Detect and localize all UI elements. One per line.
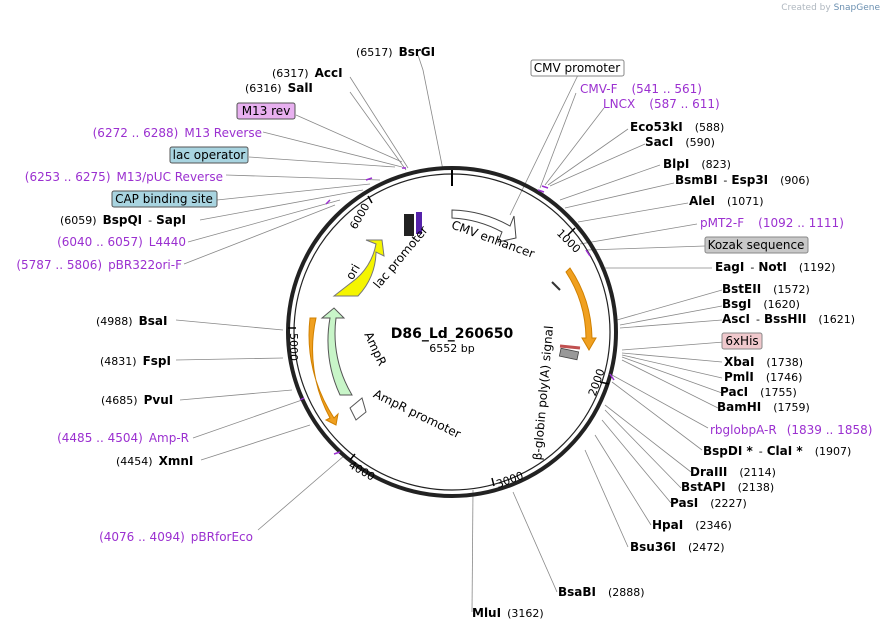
primers-left: (6272 .. 6288)M13 Reverse (6253 .. 6275)… [16, 126, 262, 544]
kozak-mark [559, 344, 581, 350]
enzyme-bspdi-clai[interactable]: BspDI *-ClaI *(1907) [703, 444, 851, 458]
tick-1000: 1000 [554, 227, 583, 256]
m13-rev-box[interactable]: M13 rev [236, 102, 296, 120]
enzyme-eco53ki[interactable]: Eco53kI(588) [630, 120, 724, 134]
primer-m13-puc-reverse[interactable]: (6253 .. 6275)M13/pUC Reverse [25, 170, 223, 184]
primer-m13-reverse[interactable]: (6272 .. 6288)M13 Reverse [93, 126, 262, 140]
enzyme-asci-bsshii[interactable]: AscI-BssHII(1621) [722, 312, 855, 326]
lac-operator-text: lac operator [173, 148, 246, 162]
svg-text:1000: 1000 [554, 227, 583, 256]
ampr-label: AmpR [361, 330, 389, 368]
ori-label: ori [343, 262, 363, 283]
lac-operator-block [416, 212, 422, 234]
orange-left-arrow [308, 317, 339, 426]
primer-marks [299, 167, 615, 455]
ampr-promoter-label: AmpR promoter [371, 387, 463, 441]
ampr-arrow [320, 307, 353, 396]
his-block [558, 347, 580, 361]
primer-l4440[interactable]: (6040 .. 6057)L4440 [57, 235, 186, 249]
enzyme-bsgi[interactable]: BsgI(1620) [722, 297, 800, 311]
cap-site-text: CAP binding site [115, 192, 213, 206]
cmv-enhancer-arrow [451, 209, 517, 243]
enzyme-sali[interactable]: (6316)SalI [245, 81, 313, 95]
enzyme-xmni[interactable]: (4454)XmnI [116, 454, 193, 468]
plasmid-name: D86_Ld_260650 [391, 326, 514, 342]
enzyme-blpi[interactable]: BlpI(823) [663, 157, 731, 171]
enzyme-saci[interactable]: SacI(590) [645, 135, 715, 149]
plasmid-size: 6552 bp [429, 342, 474, 355]
enzyme-hpai[interactable]: HpaI(2346) [652, 518, 732, 532]
primer-pbr322ori-f[interactable]: (5787 .. 5806)pBR322ori-F [16, 258, 182, 272]
enzyme-bsmbi-esp3i[interactable]: BsmBI-Esp3I(906) [675, 173, 810, 187]
snapgene-brand: SnapGene [833, 3, 880, 13]
primer-rbglobpa-r[interactable]: rbglobpA-R(1839 .. 1858) [710, 423, 872, 437]
enzyme-bsai[interactable]: (4988)BsaI [96, 314, 167, 328]
svg-text:6000: 6000 [347, 201, 372, 232]
lac-operator-box[interactable]: lac operator [169, 146, 249, 164]
lac-promoter-label: lac promoter [371, 223, 431, 291]
enzyme-draiii[interactable]: DraIII(2114) [690, 465, 776, 479]
leader-lines [175, 54, 725, 613]
enzyme-acci[interactable]: (6317)AccI [272, 66, 343, 80]
enzyme-xbai[interactable]: XbaI(1738) [724, 355, 803, 369]
his-box[interactable]: 6xHis [721, 332, 763, 350]
lac-promoter-block [404, 214, 414, 236]
enzyme-bsabi[interactable]: BsaBI(2888) [558, 585, 645, 599]
kozak-text: Kozak sequence [708, 238, 805, 252]
enzyme-bsrgi[interactable]: (6517)BsrGI [356, 45, 435, 59]
enzyme-mlui[interactable]: MluI(3162) [472, 606, 544, 620]
enzyme-alei[interactable]: AleI(1071) [689, 194, 764, 208]
m13-rev-text: M13 rev [242, 104, 291, 118]
bglob-mark [551, 281, 561, 291]
primers-right: CMV-F(541 .. 561) LNCX(587 .. 611) pMT2-… [580, 82, 872, 437]
enzyme-fspi[interactable]: (4831)FspI [100, 354, 171, 368]
ampr-promoter-arrow [349, 397, 367, 421]
tick-4000: 4000 [346, 453, 377, 484]
kozak-box[interactable]: Kozak sequence [704, 236, 809, 254]
credit-prefix: Created by [781, 3, 831, 13]
svg-text:5000: 5000 [287, 333, 300, 361]
ori-arrow [332, 239, 385, 297]
enzyme-bspqi-sapi[interactable]: (6059)BspQI-SapI [60, 213, 186, 227]
primer-amp-r[interactable]: (4485 .. 4504)Amp-R [57, 431, 189, 445]
primer-lncx[interactable]: LNCX(587 .. 611) [603, 97, 720, 111]
enzyme-bsu36i[interactable]: Bsu36I(2472) [630, 540, 725, 554]
orange-cds-arrow [565, 267, 597, 351]
enzyme-paci[interactable]: PacI(1755) [720, 385, 797, 399]
enzyme-pmli[interactable]: PmlI(1746) [724, 370, 802, 384]
enzyme-eagi-noti[interactable]: EagI-NotI(1192) [715, 260, 835, 274]
enzyme-bstapi[interactable]: BstAPI(2138) [681, 480, 774, 494]
enzyme-pvui[interactable]: (4685)PvuI [101, 393, 173, 407]
backbone-outer [286, 166, 618, 498]
cmv-promoter-text: CMV promoter [534, 61, 621, 75]
enzymes-left: (6517)BsrGI (6317)AccI (6316)SalI (6059)… [60, 45, 544, 620]
primer-pbrforeco[interactable]: (4076 .. 4094)pBRforEco [99, 530, 253, 544]
enzyme-pasi[interactable]: PasI(2227) [670, 496, 747, 510]
primer-pmt2-f[interactable]: pMT2-F(1092 .. 1111) [700, 216, 844, 230]
beta-globin-label: β-globin poly(A) signal [530, 325, 556, 461]
cmv-promoter-box[interactable]: CMV promoter [530, 59, 625, 77]
cap-site-box[interactable]: CAP binding site [111, 190, 218, 208]
enzyme-bsteii[interactable]: BstEII(1572) [722, 282, 810, 296]
tick-5000: 5000 [287, 327, 300, 361]
snapgene-credit: Created by SnapGene [781, 3, 880, 13]
enzymes-right: Eco53kI(588) SacI(590) BlpI(823) BsmBI-E… [558, 120, 855, 599]
enzyme-bamhi[interactable]: BamHI(1759) [717, 400, 810, 414]
primer-cmv-f[interactable]: CMV-F(541 .. 561) [580, 82, 702, 96]
his-text: 6xHis [725, 334, 758, 348]
svg-text:3000: 3000 [495, 469, 526, 491]
